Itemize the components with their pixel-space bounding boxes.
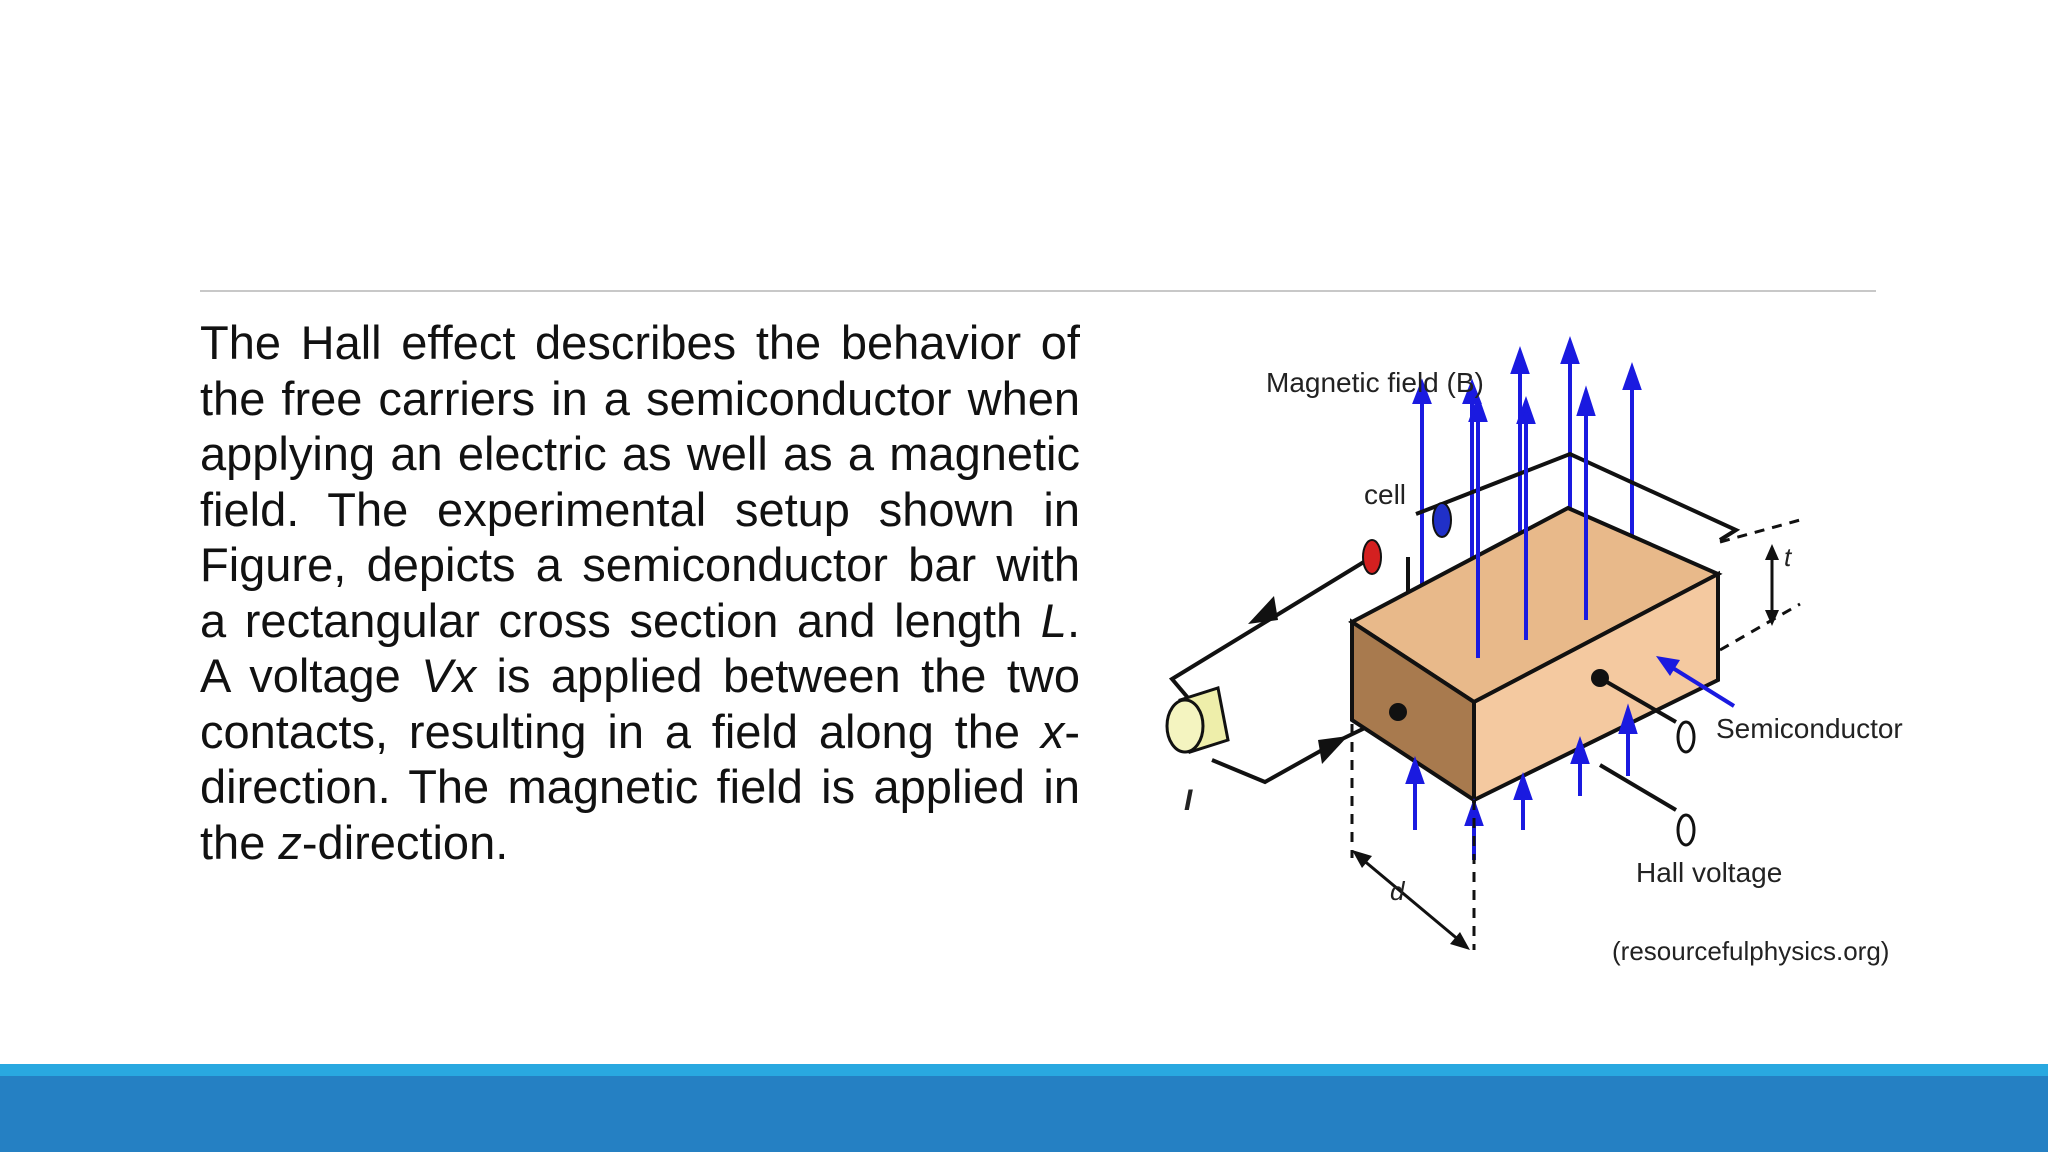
field-arrows-front [1405, 385, 1638, 860]
figure-source-credit: (resourcefulphysics.org) [1612, 936, 1889, 966]
title-divider [200, 290, 1876, 292]
semiconductor-pointer [1666, 663, 1736, 708]
label-width: d [1390, 876, 1406, 906]
hall-terminal-upper [1676, 720, 1696, 754]
semiconductor-pointer-head [1656, 656, 1680, 676]
text-run: . A voltage [200, 593, 1080, 703]
current-arrow-lower [1318, 736, 1348, 764]
width-dimension [1350, 724, 1476, 950]
text-run-italic: z [278, 815, 302, 869]
current-arrow-upper [1248, 596, 1278, 624]
cell-negative-terminal [1432, 502, 1452, 538]
thickness-arrow-head-bottom [1765, 610, 1779, 626]
hall-leads [1598, 676, 1678, 812]
slide-body-text: The Hall effect describes the behavior o… [200, 315, 1080, 870]
width-arrow-head-right [1450, 932, 1470, 950]
footer-accent-stripe [0, 1064, 2048, 1076]
cell-positive-terminal [1362, 539, 1382, 575]
hall-effect-diagram: Magnetic field (B) cell Semiconductor Ha… [1165, 335, 1903, 966]
text-run: The Hall effect describes the behavior o… [200, 316, 1080, 647]
label-cell: cell [1364, 479, 1406, 510]
text-run: -direction. The magnetic field is applie… [200, 704, 1080, 869]
label-hall-voltage: Hall voltage [1636, 857, 1782, 888]
text-run: is applied between the two contacts, res… [200, 649, 1081, 758]
label-current: I [1184, 784, 1193, 817]
label-semiconductor: Semiconductor [1716, 713, 1903, 744]
circuit-wires [1168, 451, 1741, 785]
hall-terminal-lower [1676, 813, 1696, 847]
semiconductor-bar [1348, 505, 1723, 804]
current-meter [1165, 686, 1230, 754]
label-thickness: t [1784, 542, 1793, 572]
width-arrow [1355, 852, 1467, 948]
contact-front [1389, 703, 1407, 721]
thickness-dimension [1719, 518, 1801, 652]
width-arrow-head-left [1352, 850, 1372, 868]
label-magnetic-field: Magnetic field (B) [1266, 367, 1484, 398]
text-run-italic: x [1040, 704, 1065, 758]
text-run-italic: L [1040, 593, 1067, 647]
text-run: -direction. [301, 815, 509, 869]
footer-bar [0, 1076, 2048, 1152]
thickness-arrow-head-top [1765, 544, 1779, 560]
text-run-italic: Vx [421, 649, 477, 702]
